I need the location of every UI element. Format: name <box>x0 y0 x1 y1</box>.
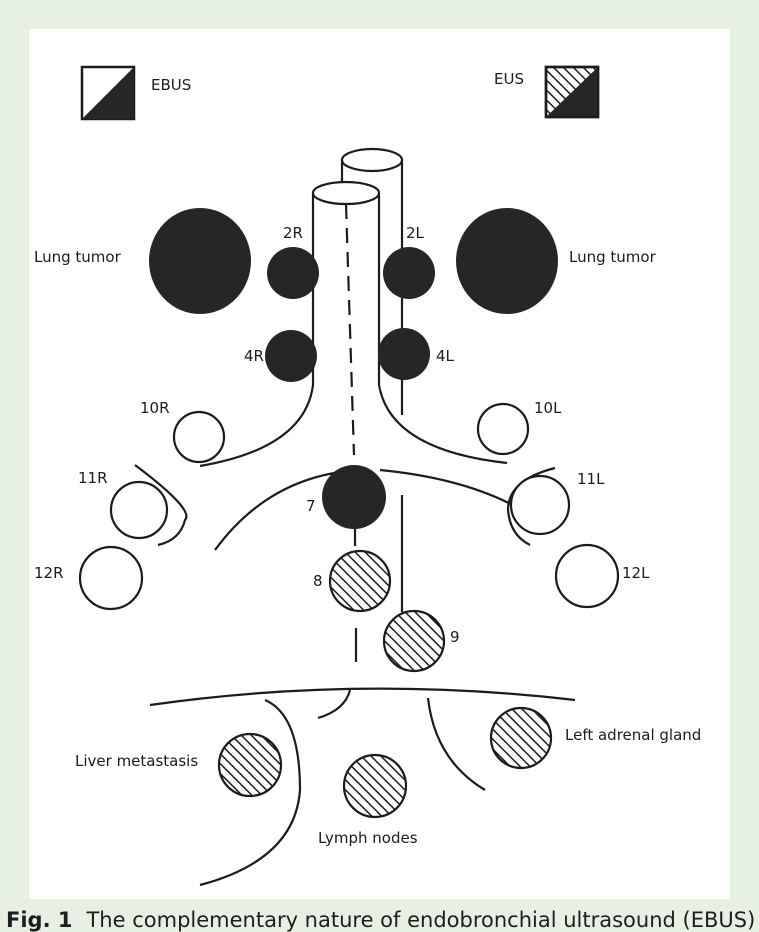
legend-ebus: EBUS <box>80 65 191 121</box>
lymph-nodes-label: Lymph nodes <box>318 829 418 847</box>
mediastinal-diagram: EBUS EUS Lung tumor Lung tumor <box>34 65 701 887</box>
node-4R <box>265 330 317 382</box>
label-12L: 12L <box>622 564 650 582</box>
label-11R: 11R <box>78 469 108 487</box>
legend-eus: EUS <box>494 65 600 119</box>
liver-metastasis-lesion <box>217 732 283 798</box>
node-12R <box>78 545 144 611</box>
node-9 <box>382 609 446 673</box>
node-11L <box>509 474 571 536</box>
ebus-legend-label: EBUS <box>151 76 191 94</box>
figure-number: Fig. 1 <box>6 908 73 932</box>
node-4L <box>378 328 430 380</box>
figure-panel: EBUS EUS Lung tumor Lung tumor <box>29 29 730 899</box>
lung-tumor-right-label: Lung tumor <box>569 248 657 266</box>
node-2L <box>383 247 435 299</box>
eus-legend-label: EUS <box>494 70 524 88</box>
lung-tumor-left-label: Lung tumor <box>34 248 122 266</box>
node-8 <box>328 549 392 613</box>
label-8: 8 <box>313 572 323 590</box>
node-7 <box>322 465 386 529</box>
label-2L: 2L <box>406 224 425 242</box>
node-10L <box>476 402 530 456</box>
lung-tumor-left <box>149 208 251 314</box>
label-9: 9 <box>450 628 460 646</box>
label-10R: 10R <box>140 399 170 417</box>
node-11R <box>109 480 169 540</box>
label-10L: 10L <box>534 399 562 417</box>
liver-metastasis-label: Liver metastasis <box>75 752 198 770</box>
label-4L: 4L <box>436 347 455 365</box>
left-adrenal-lesion <box>489 706 553 770</box>
node-12L <box>554 543 620 609</box>
lung-tumor-right <box>456 208 558 314</box>
left-adrenal-label: Left adrenal gland <box>565 726 701 744</box>
lymph-nodes-lesion <box>342 753 408 819</box>
node-10R <box>172 410 226 464</box>
figure-caption: Fig. 1 The complementary nature of endobr… <box>6 908 755 932</box>
caption-text: The complementary nature of endobronchia… <box>86 908 756 932</box>
label-12R: 12R <box>34 564 64 582</box>
label-4R: 4R <box>244 347 264 365</box>
node-2R <box>267 247 319 299</box>
label-7: 7 <box>306 497 316 515</box>
label-11L: 11L <box>577 470 605 488</box>
label-2R: 2R <box>283 224 303 242</box>
